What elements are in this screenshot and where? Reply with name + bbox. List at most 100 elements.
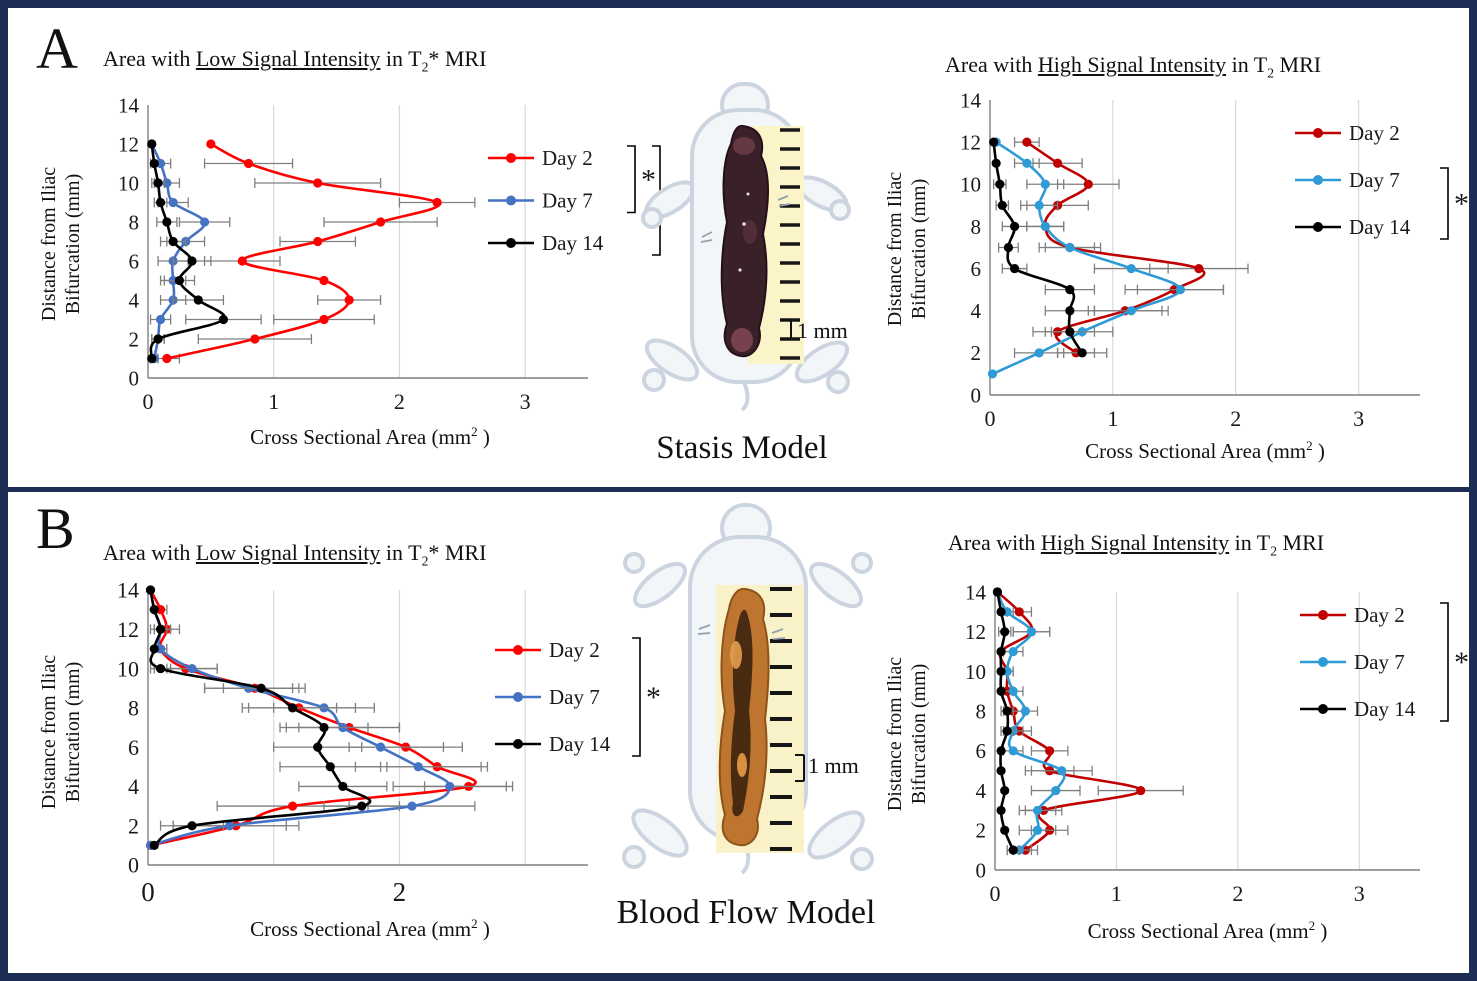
title-mid: in T: [380, 540, 422, 565]
title-prefix: Area with: [103, 540, 196, 565]
svg-text:8: 8: [971, 215, 982, 239]
svg-text:3: 3: [520, 389, 531, 414]
legend: Day 2 Day 7 Day 14: [1300, 603, 1416, 721]
panel-letter-a: A: [36, 16, 78, 81]
legend-label: Day 7: [1354, 650, 1405, 674]
svg-text:2: 2: [394, 389, 405, 414]
svg-text:1: 1: [1111, 881, 1122, 906]
scale-bracket: [795, 754, 805, 782]
series-day-14: [147, 139, 262, 364]
scale-label-flow: 1 mm: [808, 753, 859, 778]
title-mid: in T: [380, 46, 422, 71]
significance-bracket: [1440, 602, 1449, 722]
flow-specimen-illustration: [622, 503, 874, 875]
svg-text:8: 8: [128, 696, 139, 721]
title-prefix: Area with: [945, 52, 1038, 77]
title-emphasis: Low Signal Intensity: [195, 46, 381, 71]
svg-text:8: 8: [129, 210, 140, 234]
x-axis-label: Cross Sectional Area (mm2 ): [1087, 918, 1328, 943]
legend-label: Day 14: [542, 231, 604, 255]
panel-divider: [8, 487, 1469, 492]
svg-text:0: 0: [129, 366, 140, 390]
title-suffix: * MRI: [428, 540, 487, 565]
svg-text:2: 2: [129, 327, 140, 351]
scale-label-stasis: 1 mm: [797, 318, 848, 343]
svg-text:10: 10: [118, 171, 139, 195]
legend-label: Day 2: [542, 146, 593, 170]
significance-bracket: [1440, 167, 1449, 240]
svg-text:0: 0: [141, 877, 155, 907]
legend-label: Day 2: [1349, 121, 1400, 145]
ruler-ticks: [770, 587, 792, 851]
chart-title-flow-low: Area with Low Signal Intensity in T2* MR…: [103, 540, 486, 569]
svg-text:14: 14: [117, 578, 139, 603]
significance-bracket: [627, 145, 636, 214]
chart-title-flow-high: Area with High Signal Intensity in T2 MR…: [948, 530, 1324, 559]
significance-star: *: [641, 163, 656, 196]
svg-text:4: 4: [976, 779, 987, 803]
x-axis-label: Cross Sectional Area (mm2 ): [250, 424, 490, 449]
legend-label: Day 14: [1354, 697, 1416, 721]
svg-text:6: 6: [971, 257, 982, 281]
x-axis-label: Cross Sectional Area (mm2 ): [250, 916, 490, 941]
x-tick-labels: 0 1 2 3: [990, 881, 1365, 906]
svg-text:3: 3: [1353, 406, 1364, 431]
svg-text:10: 10: [965, 660, 986, 684]
svg-text:1: 1: [1107, 406, 1118, 431]
significance-star: *: [646, 681, 661, 714]
title-prefix: Area with: [103, 46, 196, 71]
x-tick-labels: 0 1 2 3: [143, 389, 531, 414]
chart-title-stasis-low: Area with Low Signal Intensity in T2* MR…: [103, 46, 486, 75]
svg-text:0: 0: [985, 406, 996, 431]
svg-text:0: 0: [143, 389, 154, 414]
legend-label: Day 2: [1354, 603, 1405, 627]
svg-text:4: 4: [971, 299, 982, 323]
significance-star: *: [1454, 188, 1469, 221]
significance-star: *: [1454, 646, 1469, 679]
title-subscript: 2: [421, 59, 429, 75]
svg-text:2: 2: [971, 341, 982, 365]
svg-text:10: 10: [960, 173, 981, 197]
panel-letter-b: B: [36, 496, 75, 561]
svg-text:12: 12: [118, 132, 139, 156]
model-label-stasis: Stasis Model: [656, 430, 828, 466]
svg-text:4: 4: [129, 288, 140, 312]
series-day-14: [145, 585, 401, 850]
legend-label: Day 7: [549, 685, 600, 709]
y-axis-label: Distance from Iliac Bifurcation (mm): [38, 654, 84, 810]
svg-text:14: 14: [960, 88, 982, 112]
svg-text:1: 1: [268, 389, 279, 414]
svg-text:6: 6: [976, 739, 987, 763]
svg-text:3: 3: [1354, 881, 1365, 906]
scale-bracket: [782, 319, 792, 340]
gridlines: [273, 105, 526, 378]
svg-text:12: 12: [960, 130, 981, 154]
gridlines: [1112, 100, 1360, 395]
series-day-14: [989, 137, 1108, 358]
svg-text:14: 14: [118, 93, 140, 117]
legend-label: Day 7: [1349, 168, 1400, 192]
svg-text:2: 2: [393, 877, 407, 907]
svg-text:2: 2: [976, 819, 987, 843]
svg-text:0: 0: [990, 881, 1001, 906]
title-suffix: * MRI: [428, 46, 487, 71]
significance-bracket: [632, 637, 641, 757]
title-suffix: MRI: [1277, 530, 1325, 555]
title-subscript: 2: [1267, 65, 1275, 81]
svg-text:10: 10: [117, 656, 139, 681]
legend-label: Day 14: [549, 732, 611, 756]
svg-text:2: 2: [1232, 881, 1243, 906]
thrombus-specimen: [720, 124, 769, 358]
